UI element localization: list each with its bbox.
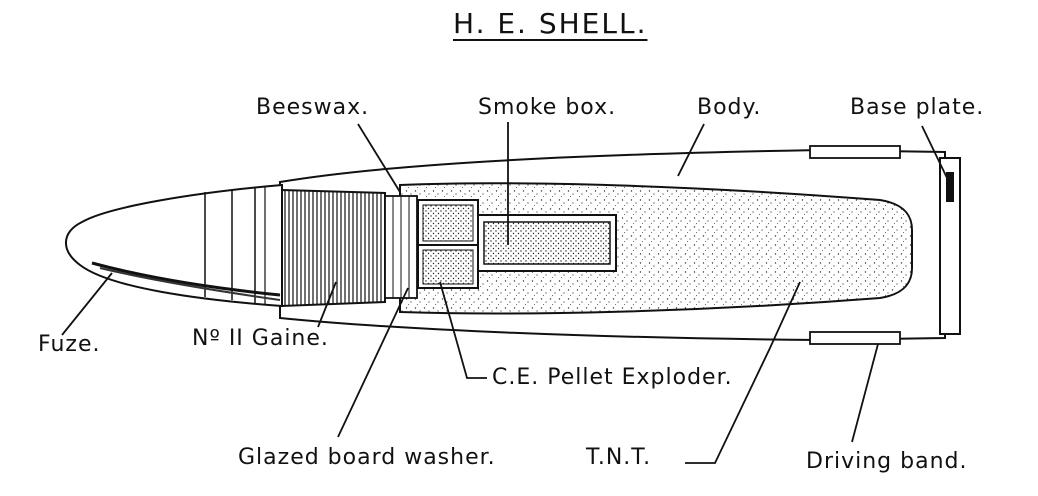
label-driving-band: Driving band.	[806, 449, 968, 474]
leader-washer	[337, 287, 409, 438]
label-beeswax: Beeswax.	[256, 95, 370, 120]
smoke-box-inner	[483, 221, 611, 265]
leader-fuze	[61, 272, 113, 336]
fuze-nose	[65, 183, 283, 308]
leader-body	[677, 123, 705, 177]
exploder-upper	[422, 204, 474, 242]
leader-driving-band	[851, 343, 879, 443]
diagram-title: H. E. SHELL.	[453, 7, 648, 40]
leader-base-plate	[921, 125, 949, 181]
label-base-plate: Base plate.	[850, 95, 985, 120]
label-gaine: Nº II Gaine.	[192, 326, 329, 351]
leader-tnt	[685, 281, 801, 464]
label-body: Body.	[697, 95, 762, 120]
base-plate	[939, 157, 961, 335]
label-washer: Glazed board washer.	[238, 445, 496, 470]
leader-beeswax	[357, 123, 401, 193]
label-fuze: Fuze.	[38, 332, 101, 357]
label-exploder: C.E. Pellet Exploder.	[492, 365, 733, 390]
driving-band-top	[809, 145, 901, 159]
driving-band-bottom	[809, 331, 901, 345]
label-smoke-box: Smoke box.	[478, 95, 617, 120]
leader-exploder	[439, 281, 487, 379]
label-tnt: T.N.T.	[586, 445, 652, 470]
leader-gaine	[317, 281, 337, 328]
exploder-lower	[422, 249, 474, 285]
